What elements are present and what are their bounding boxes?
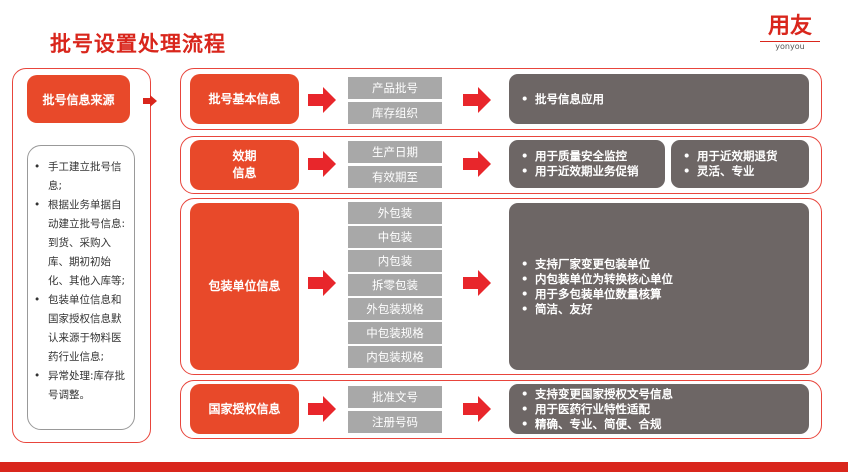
source-heading-box: 批号信息来源 [27, 75, 130, 123]
source-item: 异常处理:库存批号调整。 [34, 367, 128, 405]
field-box: 外包装 [348, 202, 442, 224]
authorization-notes-box: 支持变更国家授权文号信息 用于医药行业特性适配 精确、专业、简便、合规 [509, 384, 809, 434]
field-box: 中包装 [348, 226, 442, 248]
field-box: 有效期至 [348, 166, 442, 188]
arrow-right-icon [463, 151, 491, 177]
package-row-frame [180, 198, 822, 375]
arrow-right-icon [308, 270, 336, 296]
package-info-box: 包装单位信息 [190, 203, 299, 370]
basic-notes-box: 批号信息应用 [509, 74, 809, 124]
logo-wordmark: yonyou [775, 42, 805, 51]
arrow-right-icon [308, 87, 336, 113]
note-line: 支持变更国家授权文号信息 [509, 387, 809, 402]
note-line: 简洁、友好 [509, 302, 809, 317]
arrow-right-icon [463, 87, 491, 113]
field-box: 拆零包装 [348, 274, 442, 296]
note-line: 内包装单位为转换核心单位 [509, 272, 809, 287]
logo-mark: 用友 [767, 14, 812, 39]
field-box: 外包装规格 [348, 298, 442, 320]
package-notes-box: 支持厂家变更包装单位 内包装单位为转换核心单位 用于多包装单位数量核算 简洁、友… [509, 203, 809, 370]
note-line: 精确、专业、简便、合规 [509, 417, 809, 432]
note-line: 用于医药行业特性适配 [509, 402, 809, 417]
field-box: 内包装规格 [348, 346, 442, 368]
source-description-box: 手工建立批号信息; 根据业务单据自动建立批号信息:到货、采购入库、期初初始化、其… [27, 145, 135, 430]
logo-divider [760, 41, 820, 42]
authorization-info-box: 国家授权信息 [190, 384, 299, 434]
basic-row-frame [180, 68, 822, 130]
validity-info-box: 效期 信息 [190, 140, 299, 190]
footer-bar [0, 462, 848, 472]
note-line: 批号信息应用 [509, 92, 809, 107]
note-line: 用于近效期业务促销 [509, 164, 665, 179]
field-box: 生产日期 [348, 141, 442, 163]
validity-notes-box: 用于质量安全监控 用于近效期业务促销 [509, 140, 665, 188]
note-line: 灵活、专业 [671, 164, 809, 179]
source-panel-frame [12, 68, 151, 443]
arrow-right-icon [308, 396, 336, 422]
basic-info-box: 批号基本信息 [190, 74, 299, 124]
source-arrow-icon [143, 95, 157, 107]
brand-logo: 用友 yonyou [760, 14, 820, 51]
note-line: 支持厂家变更包装单位 [509, 257, 809, 272]
arrow-right-icon [463, 270, 491, 296]
note-line: 用于质量安全监控 [509, 149, 665, 164]
source-item: 手工建立批号信息; [34, 158, 128, 196]
field-box: 库存组织 [348, 102, 442, 124]
validity-row-frame [180, 136, 822, 194]
page-title: 批号设置处理流程 [50, 32, 226, 56]
note-line: 用于近效期退货 [671, 149, 809, 164]
source-item: 根据业务单据自动建立批号信息:到货、采购入库、期初初始化、其他入库等; [34, 196, 128, 291]
field-box: 产品批号 [348, 77, 442, 99]
arrow-right-icon [308, 151, 336, 177]
note-line: 用于多包装单位数量核算 [509, 287, 809, 302]
field-box: 内包装 [348, 250, 442, 272]
field-box: 注册号码 [348, 411, 442, 433]
validity-notes-box-2: 用于近效期退货 灵活、专业 [671, 140, 809, 188]
source-item: 包装单位信息和国家授权信息默认来源于物料医药行业信息; [34, 291, 128, 367]
authorization-row-frame [180, 380, 822, 439]
field-box: 批准文号 [348, 386, 442, 408]
validity-label-line: 信息 [232, 166, 257, 180]
field-box: 中包装规格 [348, 322, 442, 344]
validity-label-line: 效期 [232, 149, 257, 163]
arrow-right-icon [463, 396, 491, 422]
